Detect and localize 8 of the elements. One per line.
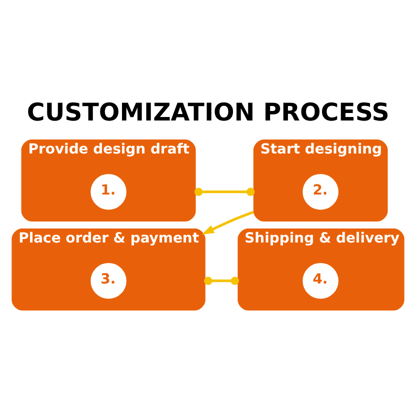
node-circle: 1.: [90, 174, 126, 210]
node-circle: 3.: [90, 262, 126, 299]
connector: [204, 276, 239, 285]
node-circle: 4.: [302, 262, 338, 299]
connector: [194, 188, 255, 196]
diagram-title: CUSTOMIZATION PROCESS: [26, 98, 390, 127]
node-circle: 2.: [302, 174, 338, 210]
arrow: [202, 210, 254, 234]
